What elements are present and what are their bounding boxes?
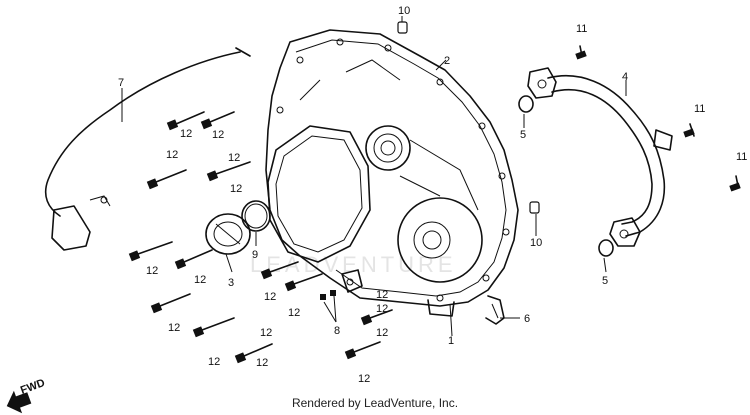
callout-6: 6 [524,313,530,325]
crankcase-cover [265,29,519,317]
watermark: LEADVENTURE [250,252,457,277]
o-ring-bottom [598,239,614,257]
callout-4: 4 [622,71,628,83]
bracket [485,295,505,325]
leader-lines [121,16,627,337]
callout-3: 3 [228,277,234,289]
fitting [320,269,363,300]
callout-2: 2 [444,55,450,67]
bolt-12 [150,293,191,314]
oil-pipe [527,67,673,247]
callout-12: 12 [208,356,220,368]
callout-12: 12 [212,129,224,141]
callout-12: 12 [180,128,192,140]
callout-12: 12 [288,307,300,319]
callout-12: 12 [230,183,242,195]
bolt-12 [284,273,323,292]
callout-12: 12 [264,291,276,303]
bolt-12 [192,317,235,338]
dowel-pin-right [529,201,540,214]
o-ring [241,200,271,232]
callouts: 10 2 7 11 4 5 11 11 10 5 6 1 8 9 3 12 12… [118,5,747,385]
dowel-pin-top [397,21,408,34]
bolt-12 [200,111,235,130]
callout-12: 12 [376,289,388,301]
callout-12: 12 [168,322,180,334]
fwd-label: FWD [19,377,47,397]
bolt-12 [146,169,187,190]
bolt-12 [234,343,273,364]
callout-12: 12 [376,303,388,315]
sensor-cable [44,47,251,251]
callout-11: 11 [576,23,587,35]
callout-11: 11 [694,103,705,115]
bolt-group-12 [128,111,393,364]
callout-12: 12 [358,373,370,385]
callout-1: 1 [448,335,454,347]
callout-12: 12 [376,327,388,339]
callout-8: 8 [334,325,340,337]
callout-12: 12 [260,327,272,339]
bolt-12 [174,249,213,270]
callout-12: 12 [194,274,206,286]
round-cover [205,213,251,255]
footer-credit: Rendered by LeadVenture, Inc. [291,396,459,410]
bolt-11-a [575,45,587,60]
callout-11: 11 [736,151,747,163]
callout-12: 12 [256,357,268,369]
callout-7: 7 [118,77,124,89]
bolt-12 [166,111,205,131]
o-ring-top [518,95,534,113]
bolt-11-b [683,123,695,138]
callout-12: 12 [146,265,158,277]
bolt-12 [260,261,299,280]
bolt-12 [128,241,173,262]
callout-10: 10 [398,5,410,17]
callout-12: 12 [228,152,240,164]
bolt-12 [360,309,393,326]
bolt-12 [344,341,381,360]
callout-10: 10 [530,237,542,249]
callout-12: 12 [166,149,178,161]
callout-5: 5 [602,275,608,287]
callout-5: 5 [520,129,526,141]
bolt-12 [206,161,251,182]
bolt-11-c [729,175,741,192]
callout-9: 9 [252,249,258,261]
fwd-arrow-icon [6,390,32,414]
